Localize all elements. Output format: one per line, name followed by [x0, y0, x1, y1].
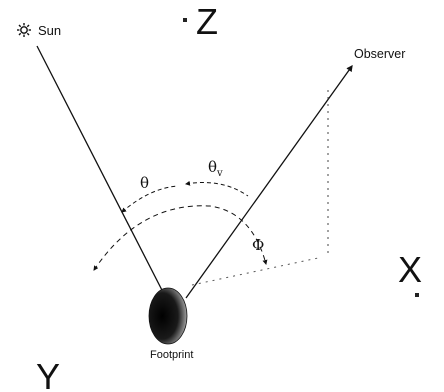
sun-label: Sun	[38, 23, 61, 38]
theta-v-base: θ	[208, 158, 217, 176]
theta-v-label: θv	[208, 158, 223, 179]
theta-v-subscript: v	[216, 168, 223, 179]
footprint-ellipse	[149, 288, 187, 344]
theta-arc	[121, 185, 179, 213]
theta-label: θ	[140, 174, 149, 192]
footprint-label: Footprint	[150, 349, 193, 361]
sun-ray	[36, 45, 167, 299]
z-axis-label: Z	[196, 1, 218, 42]
z-axis-tick	[183, 18, 187, 22]
footprint-outline	[148, 287, 188, 345]
observer-label: Observer	[354, 47, 405, 61]
observer-view-line	[185, 64, 353, 299]
phi-label: Φ	[252, 236, 264, 254]
x-axis-label: X	[398, 249, 422, 290]
phi-arc	[93, 205, 268, 271]
azimuth-reference-line	[191, 257, 319, 286]
theta-v-arc	[185, 180, 249, 197]
sun-icon	[17, 23, 31, 37]
x-axis-tick	[415, 293, 419, 297]
y-axis-label: Y	[36, 356, 60, 392]
